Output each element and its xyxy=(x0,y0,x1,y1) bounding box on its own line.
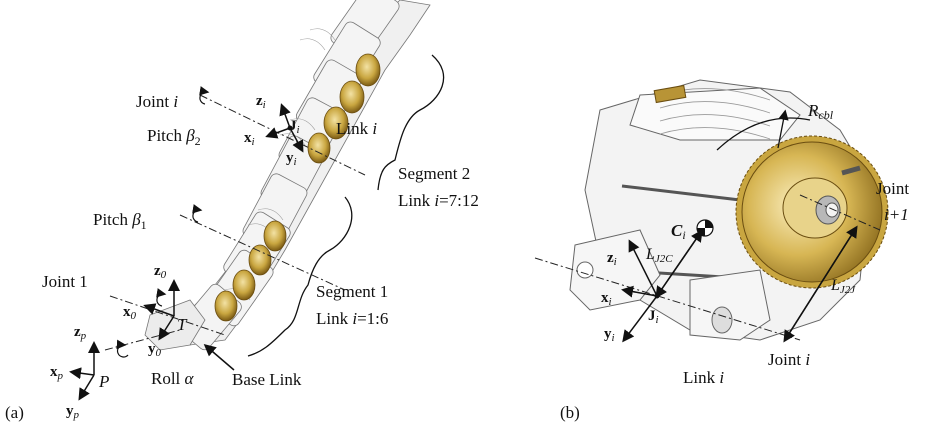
label-pitch-beta2: Pitch β2 xyxy=(147,126,201,148)
frame-p-axes xyxy=(69,341,100,401)
frame-0-axes xyxy=(143,279,180,341)
label-segment-1: Segment 1 xyxy=(316,282,388,301)
snake-robot-body xyxy=(169,0,431,351)
label-link-i: Link i xyxy=(336,119,377,138)
label-yi-b: yi xyxy=(604,326,615,344)
label-xp: xp xyxy=(50,364,64,382)
label-joint-i: Joint i xyxy=(136,92,178,111)
label-yi-a: yi xyxy=(286,150,297,168)
label-joint-i-plus-1-b: i+1 xyxy=(884,205,909,224)
gold-gears xyxy=(214,53,381,322)
frame-ji-axes xyxy=(265,103,304,153)
panel-a: Joint i Pitch β2 Pitch β1 Joint 1 Link i… xyxy=(5,0,479,422)
label-joint-i-b: Joint i xyxy=(768,350,810,369)
label-ji-a: Ji xyxy=(289,118,300,136)
label-zi-a: zi xyxy=(256,93,266,111)
label-ji-b: Ji xyxy=(648,308,659,326)
rcbl-arrow xyxy=(777,109,789,149)
label-base-link: Base Link xyxy=(232,370,302,389)
label-segment-2: Segment 2 xyxy=(398,164,470,183)
label-lj2j: LJ2J xyxy=(830,277,856,296)
ci-symbol xyxy=(696,219,714,237)
label-y0: y0 xyxy=(148,341,162,359)
rcbl-arc xyxy=(716,117,811,151)
label-pitch-beta1: Pitch β1 xyxy=(93,210,147,232)
label-frame-t: T xyxy=(177,315,188,334)
rotation-arrows xyxy=(116,86,210,358)
label-segment-2-range: Link i=7:12 xyxy=(398,191,479,210)
label-link-i-b: Link i xyxy=(683,368,724,387)
label-rcbl: Rcbl xyxy=(807,101,834,122)
label-joint-i-plus-1-a: Joint xyxy=(876,179,909,198)
panel-a-tag: (a) xyxy=(5,403,24,422)
label-segment-1-range: Link i=1:6 xyxy=(316,309,388,328)
panel-b: Rcbl Joint i+1 Ci LJ2C LJ2J zi xi yi Ji … xyxy=(534,79,909,422)
label-xi-a: xi xyxy=(244,130,255,148)
label-yp: yp xyxy=(66,403,80,421)
label-zp: zp xyxy=(74,324,87,342)
label-frame-p: P xyxy=(98,372,109,391)
label-roll-alpha: Roll α xyxy=(151,369,195,388)
segment-braces xyxy=(247,54,445,357)
joint-axis-lines-b xyxy=(534,194,881,341)
label-x0: x0 xyxy=(123,304,137,322)
pin xyxy=(841,165,861,176)
label-lj2c: LJ2C xyxy=(645,246,673,265)
label-z0: z0 xyxy=(154,263,167,281)
label-joint-1: Joint 1 xyxy=(42,272,88,291)
large-gear xyxy=(735,135,889,289)
label-zi-b: zi xyxy=(607,250,617,268)
frame-ji-axes-b xyxy=(621,239,658,343)
label-xi-b: xi xyxy=(601,290,612,308)
base-link-arrow xyxy=(203,344,235,371)
label-ci: Ci xyxy=(671,221,686,242)
panel-b-tag: (b) xyxy=(560,403,580,422)
